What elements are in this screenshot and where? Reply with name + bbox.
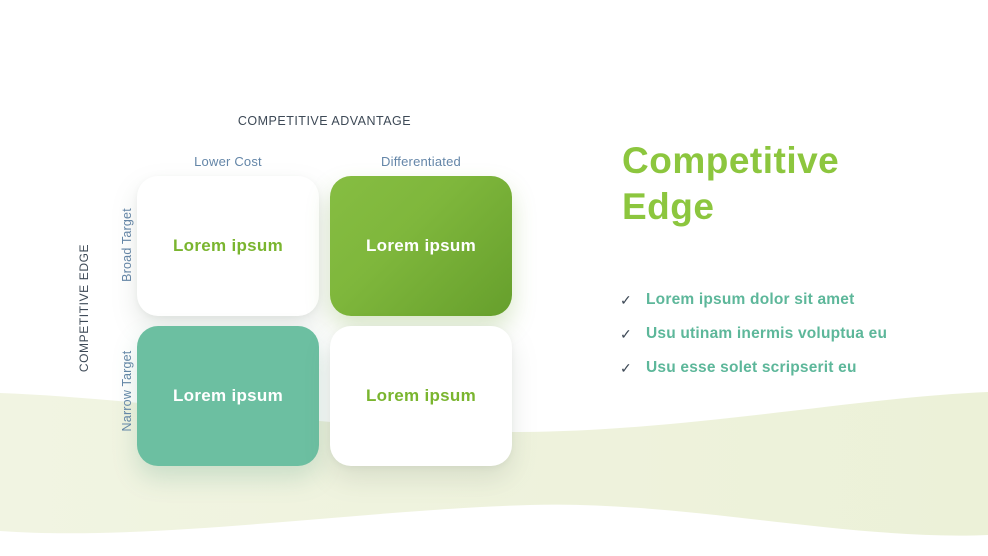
bullet-item: ✓ Usu utinam inermis voluptua eu <box>620 325 887 343</box>
matrix-top-axis-label: COMPETITIVE ADVANTAGE <box>237 114 412 128</box>
column-label-differentiated: Differentiated <box>381 154 461 169</box>
slide-title-line-2: Edge <box>622 186 715 227</box>
check-icon: ✓ <box>620 326 632 342</box>
slide-title-line-1: Competitive <box>622 140 840 181</box>
check-icon: ✓ <box>620 292 632 308</box>
matrix-left-axis-label: COMPETITIVE EDGE <box>77 243 91 373</box>
column-label-lower-cost: Lower Cost <box>194 154 262 169</box>
row-label-narrow-target: Narrow Target <box>120 350 134 432</box>
row-label-broad-target: Broad Target <box>120 208 134 282</box>
bullet-text: Usu esse solet scripserit eu <box>646 359 857 376</box>
matrix-cell-narrow-lower-cost: Lorem ipsum <box>137 326 319 466</box>
matrix-cell-narrow-differentiated: Lorem ipsum <box>330 326 512 466</box>
bullet-list: ✓ Lorem ipsum dolor sit amet ✓ Usu utina… <box>620 291 887 393</box>
matrix-cell-broad-lower-cost: Lorem ipsum <box>137 176 319 316</box>
bullet-text: Lorem ipsum dolor sit amet <box>646 291 855 308</box>
bullet-item: ✓ Usu esse solet scripserit eu <box>620 359 887 377</box>
bullet-text: Usu utinam inermis voluptua eu <box>646 325 888 342</box>
bullet-item: ✓ Lorem ipsum dolor sit amet <box>620 291 887 309</box>
check-icon: ✓ <box>620 360 632 376</box>
slide-title: Competitive Edge <box>622 138 839 230</box>
matrix-cell-broad-differentiated: Lorem ipsum <box>330 176 512 316</box>
